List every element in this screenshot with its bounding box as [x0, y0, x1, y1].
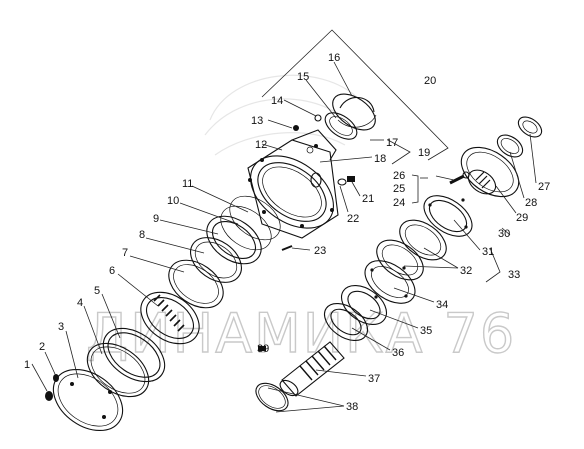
- part-34-flange: [364, 260, 416, 304]
- callout-36: 36: [392, 347, 404, 359]
- watermark-logo: [204, 74, 361, 156]
- part-11-ring: [229, 195, 281, 241]
- part-23-pin: [281, 245, 293, 251]
- callout-23: 23: [314, 245, 326, 257]
- part-21-plug: [347, 176, 355, 182]
- part-15-ring: [324, 112, 358, 140]
- leader-lines: [31, 61, 537, 413]
- callout-19: 19: [418, 147, 430, 159]
- part-9-ring: [206, 215, 262, 265]
- part-28-ring: [496, 134, 524, 158]
- callout-2: 2: [39, 341, 45, 353]
- callout-26: 26: [393, 170, 405, 182]
- callout-15: 15: [297, 71, 309, 83]
- callout-32: 32: [460, 265, 472, 277]
- group-bracket-20: [261, 29, 449, 161]
- part-29-flange: [460, 146, 520, 198]
- callout-11: 11: [182, 178, 193, 190]
- callout-3: 3: [58, 321, 64, 333]
- callout-33: 33: [508, 269, 520, 281]
- group-bracket-19: [387, 139, 411, 165]
- callout-8: 8: [139, 229, 145, 241]
- callout-13: 13: [251, 115, 263, 127]
- part-31-plate: [423, 195, 473, 237]
- callout-1: 1: [24, 359, 30, 371]
- callout-39: 39: [257, 343, 269, 355]
- callout-12: 12: [255, 139, 267, 151]
- part-32-ring-a: [399, 219, 447, 261]
- part-6-bearing: [140, 291, 200, 345]
- callout-34: 34: [436, 299, 448, 311]
- part-3-cover: [52, 368, 124, 432]
- callout-37: 37: [368, 373, 380, 385]
- callout-20: 20: [424, 75, 436, 87]
- callout-18: 18: [374, 153, 386, 165]
- callout-4: 4: [77, 297, 83, 309]
- callout-21: 21: [362, 193, 374, 205]
- part-10-ring: [220, 205, 272, 251]
- part-5-seal: [102, 327, 166, 383]
- callout-29: 29: [516, 212, 528, 224]
- callout-38: 38: [346, 401, 358, 413]
- part-14-bolt: [314, 114, 322, 122]
- part-24-bolt: [449, 171, 470, 185]
- callout-14: 14: [271, 95, 283, 107]
- part-1-nut: [45, 391, 53, 401]
- part-13-bolt: [293, 125, 299, 131]
- callout-16: 16: [328, 52, 340, 64]
- part-38-snap-ring: [255, 382, 289, 412]
- part-39-key: [258, 346, 266, 351]
- part-16-cap: [332, 93, 377, 131]
- callout-9: 9: [153, 213, 159, 225]
- part-37-shaft: [279, 341, 345, 397]
- callout-31: 31: [482, 246, 494, 258]
- part-18-housing: [247, 129, 339, 239]
- callout-27: 27: [538, 181, 550, 193]
- watermark-text: ДИНАМИКА 76: [86, 302, 516, 365]
- callout-28: 28: [525, 197, 537, 209]
- callout-24: 24: [393, 197, 405, 209]
- callout-7: 7: [122, 247, 128, 259]
- part-4-ring: [86, 342, 150, 398]
- callout-30: 30: [498, 228, 510, 240]
- group-bracket-24-26: [411, 174, 419, 204]
- callout-labels: 1 2 3 4 5 6 7 8 9 10 11 12 13 14 15 16 1…: [24, 52, 550, 413]
- callout-22: 22: [347, 213, 359, 225]
- part-35-ring: [341, 285, 387, 325]
- callout-6: 6: [109, 265, 115, 277]
- callout-17: 17: [386, 137, 398, 149]
- callout-10: 10: [167, 195, 179, 207]
- part-2-screw: [53, 374, 59, 382]
- callout-5: 5: [94, 285, 100, 297]
- callout-25: 25: [393, 183, 405, 195]
- part-22-plug: [337, 178, 347, 186]
- part-8-washer: [190, 237, 242, 283]
- group-bracket-33: [485, 247, 501, 283]
- part-27-washer: [517, 116, 543, 138]
- part-32-ring-b: [376, 239, 424, 281]
- callout-35: 35: [420, 325, 432, 337]
